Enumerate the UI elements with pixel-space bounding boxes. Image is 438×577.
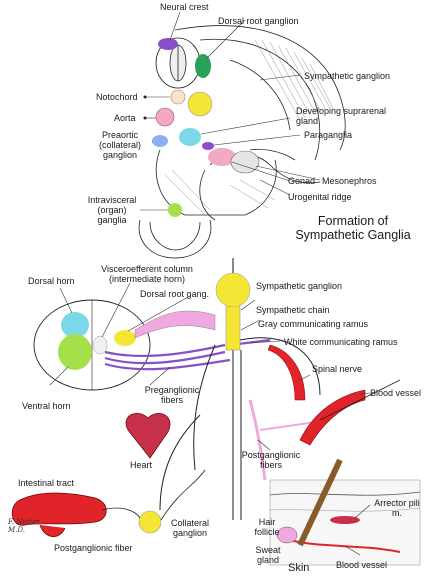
label-sympathetic-chain: Sympathetic chain [256, 305, 330, 315]
label-preganglionic: Preganglionic fibers [144, 385, 200, 405]
label-intravisceral-ganglia: Intravisceral (organ) ganglia [87, 195, 137, 225]
notochord [170, 89, 186, 105]
sympathetic-ganglion-bottom [215, 272, 251, 308]
arrector-pili [330, 516, 360, 524]
label-spinal-nerve: Spinal nerve [312, 364, 363, 374]
label-sympathetic-ganglion-top: Sympathetic ganglion [304, 71, 391, 81]
figure-title: Formation of Sympathetic Ganglia [278, 214, 428, 242]
dorsal-root [134, 310, 216, 339]
artist-signature: F. Netter M.D. [8, 518, 40, 534]
figure-title-line1: Formation of [317, 214, 389, 228]
label-dorsal-root-gang: Dorsal root gang. [140, 289, 210, 299]
sympathetic-ganglion-top [187, 91, 213, 117]
spinal-nerve-trunk [239, 337, 321, 396]
label-mesonephros: Mesonephros [322, 176, 377, 186]
sweat-gland [276, 526, 298, 544]
blood-vessel-right [299, 389, 366, 446]
label-postganglionic-fibers: Postganglionic fibers [241, 450, 301, 470]
label-arrector-pili: Arrector pili m. [374, 498, 420, 518]
intestinal-tract [12, 492, 107, 526]
label-heart: Heart [130, 460, 153, 470]
label-urogenital-ridge: Urogenital ridge [288, 192, 352, 202]
top-leader-lines [140, 11, 321, 211]
label-white-ramus: White communicating ramus [284, 337, 398, 347]
sympathetic-chain [225, 299, 241, 351]
spinal-cord [33, 299, 151, 391]
hair-shaft [297, 458, 343, 547]
descending-chain [159, 344, 242, 520]
mesonephros [230, 150, 260, 174]
label-intestinal-tract: Intestinal tract [18, 478, 75, 488]
neural-crest-cells [158, 38, 178, 50]
figure-title-line2: Sympathetic Ganglia [295, 228, 411, 242]
intermediate-horn [92, 335, 108, 355]
intravisceral-ganglia [168, 203, 182, 217]
dorsal-root-ganglion-bottom [114, 330, 136, 346]
label-gonad: Gonad [288, 176, 316, 186]
label-preaortic-ganglion: Preaortic (collateral) ganglion [98, 130, 141, 160]
label-notochord: Notochord [96, 92, 138, 102]
gonad [208, 148, 236, 166]
body-wall-hatching [164, 39, 335, 216]
label-neural-crest: Neural crest [160, 2, 209, 12]
label-paraganglia: Paraganglia [304, 130, 353, 140]
aorta [155, 107, 175, 127]
label-sweat-gland: Sweat gland [255, 545, 281, 565]
label-gray-ramus: Gray communicating ramus [258, 319, 369, 329]
bottom-leader-lines [49, 282, 371, 556]
label-blood-vessel-bottom: Blood vessel [336, 560, 388, 570]
label-collateral-ganglion: Collateral ganglion [170, 518, 210, 538]
developing-suprarenal [179, 128, 201, 146]
label-visceroefferent-column: Visceroefferent column (intermediate hor… [101, 264, 193, 284]
dorsal-root-ganglion [195, 54, 211, 78]
collateral-ganglion [138, 510, 162, 534]
dorsal-horn [61, 312, 89, 338]
heart [125, 413, 171, 459]
label-skin: Skin [288, 562, 310, 574]
label-ventral-horn: Ventral horn [22, 401, 71, 411]
preaortic-ganglion [152, 135, 168, 147]
ventral-horn [58, 334, 92, 370]
label-sympathetic-ganglion-bottom: Sympathetic ganglion [256, 281, 343, 291]
label-dorsal-horn: Dorsal horn [28, 276, 75, 286]
label-hair-follicle: Hair follicle [254, 517, 280, 537]
spinal-nerve-red [267, 344, 306, 401]
label-blood-vessel-right: Blood vessel [370, 388, 422, 398]
paraganglia [202, 142, 214, 150]
label-developing-suprarenal: Developing suprarenal gland [296, 106, 387, 126]
label-dorsal-root-ganglion: Dorsal root ganglion [218, 16, 299, 26]
label-aorta: Aorta [114, 113, 136, 123]
postganglionic-fibers-pink [248, 399, 267, 481]
embryo-cross-section [138, 25, 346, 259]
label-postganglionic-fiber: Postganglionic fiber [54, 543, 133, 553]
